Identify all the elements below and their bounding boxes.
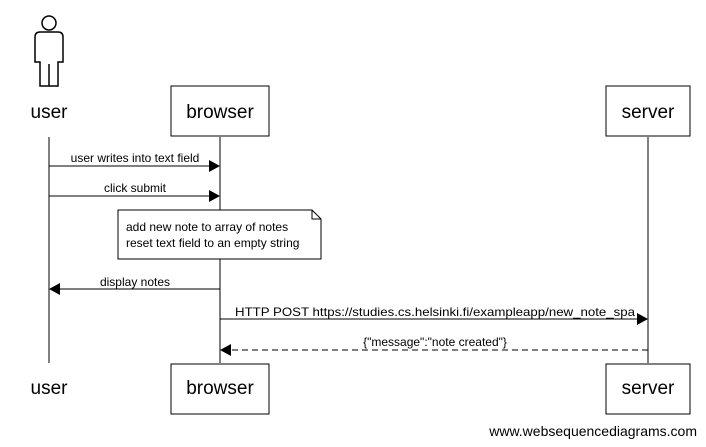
message-arrow-4 <box>220 313 648 325</box>
note-line-2: reset text field to an empty string <box>126 236 299 250</box>
watermark-text: www.websequencediagrams.com <box>488 423 697 439</box>
note-box <box>117 209 322 260</box>
note-line-1: add new note to array of notes <box>126 220 288 234</box>
message-arrow-3 <box>49 283 220 295</box>
message-arrow-5 <box>220 344 648 356</box>
message-label-2: click submit <box>104 181 167 195</box>
participant-label-user-bottom: user <box>31 378 69 399</box>
participant-label-browser-top: browser <box>186 102 254 123</box>
message-arrow-2 <box>49 190 220 202</box>
participant-label-browser-bottom: browser <box>186 378 254 399</box>
message-label-5: {"message":"note created"} <box>363 335 507 349</box>
message-arrow-1 <box>49 160 220 172</box>
message-label-1: user writes into text field <box>71 151 200 165</box>
message-label-4: HTTP POST https://studies.cs.helsinki.fi… <box>235 305 635 319</box>
participant-box-browser-top <box>170 85 270 137</box>
participant-label-server-bottom: server <box>622 378 675 399</box>
actor-user-icon-top <box>34 15 64 87</box>
message-label-3: display notes <box>100 275 170 289</box>
participant-box-server-top <box>605 85 691 137</box>
participant-label-server-top: server <box>622 102 675 123</box>
participant-box-server-bottom <box>605 363 691 415</box>
participant-label-user-top: user <box>31 102 69 123</box>
participant-box-browser-bottom <box>170 363 270 415</box>
